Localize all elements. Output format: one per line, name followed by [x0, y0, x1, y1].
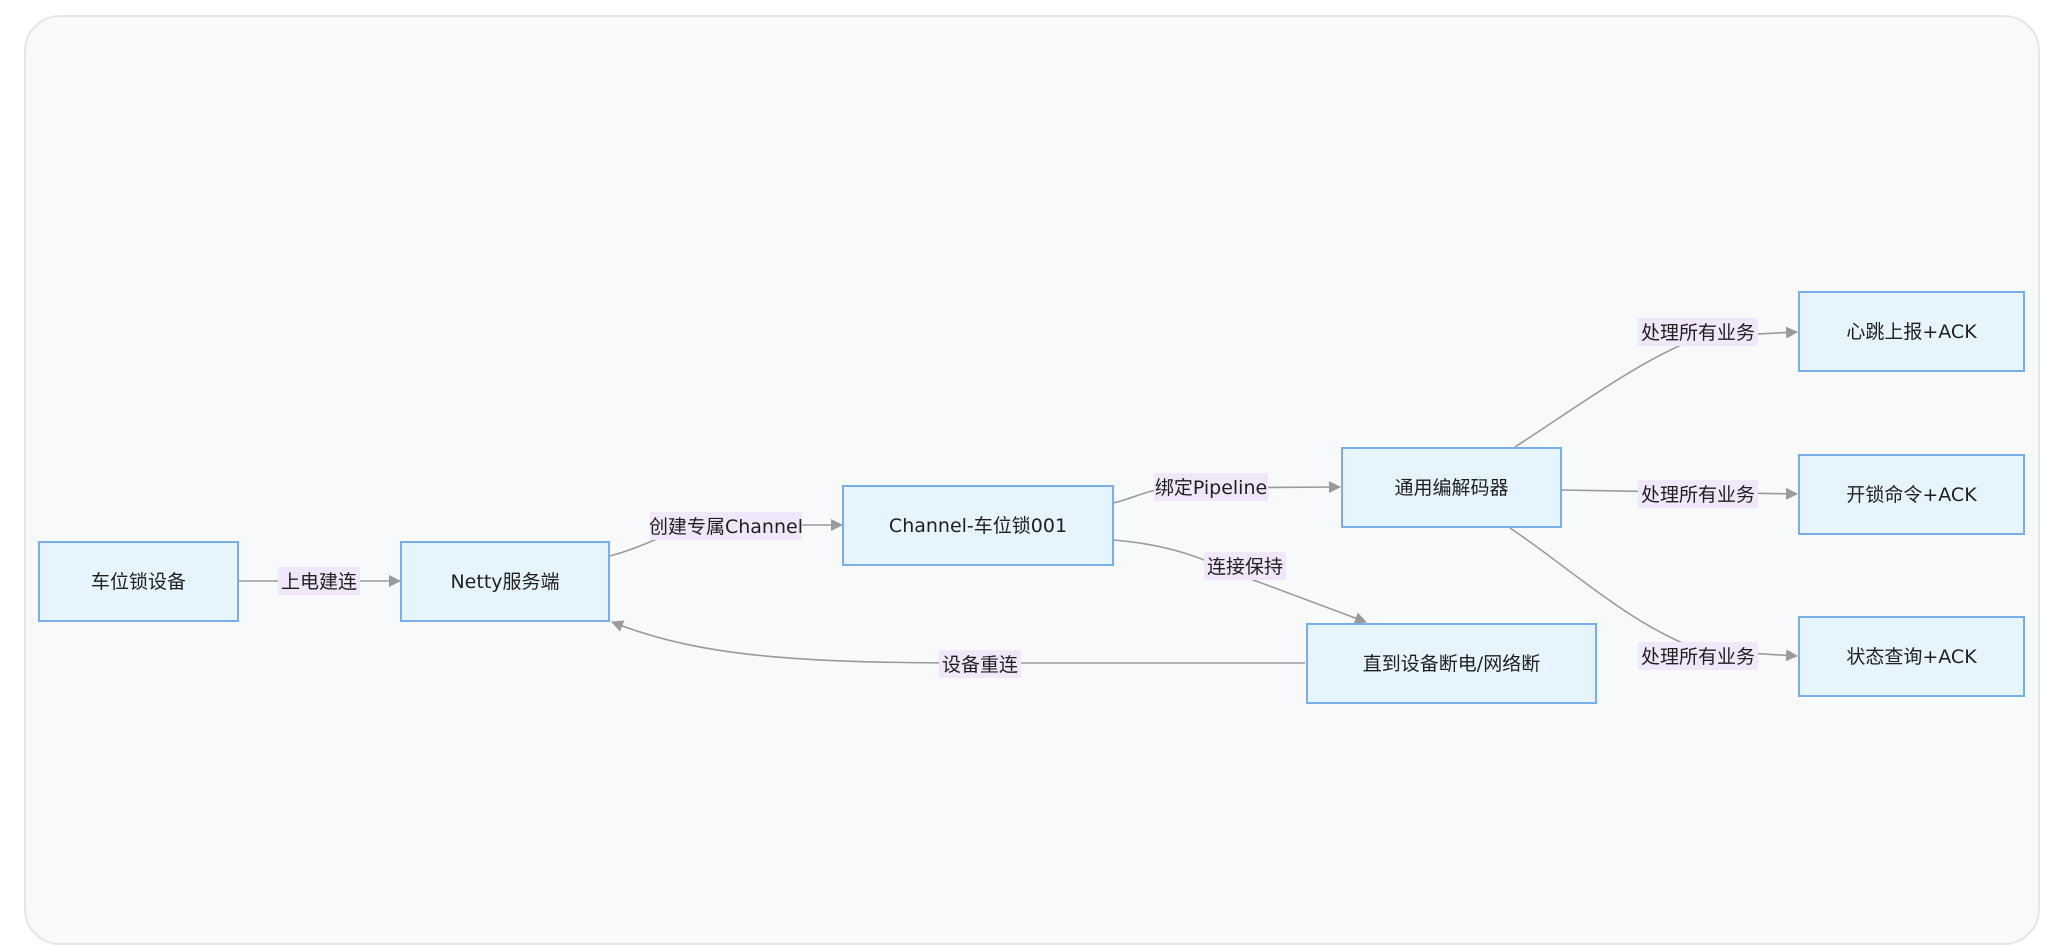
node-label: Netty服务端	[450, 571, 559, 593]
edge-label-text: 绑定Pipeline	[1155, 477, 1267, 499]
node-heartbeat[interactable]: 心跳上报+ACK	[1798, 291, 2025, 372]
node-label: Channel-车位锁001	[889, 515, 1067, 537]
edge-label-handle-heartbeat: 处理所有业务	[1638, 318, 1758, 346]
node-channel[interactable]: Channel-车位锁001	[842, 485, 1114, 566]
edge-label-create-channel: 创建专属Channel	[649, 512, 803, 540]
edge-label-bind-pipeline: 绑定Pipeline	[1154, 473, 1268, 501]
edge-label-text: 连接保持	[1207, 556, 1283, 578]
edge-label-text: 处理所有业务	[1641, 646, 1755, 668]
edge-label-text: 创建专属Channel	[649, 516, 803, 538]
edge-label-text: 设备重连	[942, 654, 1018, 676]
edge-label-text: 处理所有业务	[1641, 322, 1755, 344]
node-label: 通用编解码器	[1394, 477, 1508, 499]
node-label: 心跳上报+ACK	[1846, 321, 1977, 343]
edge-label-reconnect: 设备重连	[939, 650, 1021, 678]
node-label: 车位锁设备	[91, 571, 186, 593]
edge-label-handle-status: 处理所有业务	[1638, 642, 1758, 670]
edge-label-text: 上电建连	[281, 571, 357, 593]
node-label: 状态查询+ACK	[1846, 646, 1977, 668]
node-lock-device[interactable]: 车位锁设备	[38, 541, 239, 622]
node-label: 直到设备断电/网络断	[1363, 653, 1540, 675]
node-label: 开锁命令+ACK	[1846, 484, 1977, 506]
node-disconnect[interactable]: 直到设备断电/网络断	[1306, 623, 1597, 704]
flowchart: 上电建连 创建专属Channel 绑定Pipeline 连接保持 设备重连 处理…	[38, 291, 2025, 704]
node-netty-server[interactable]: Netty服务端	[400, 541, 610, 622]
node-codec[interactable]: 通用编解码器	[1341, 447, 1562, 528]
node-unlock[interactable]: 开锁命令+ACK	[1798, 454, 2025, 535]
edge-label-keep-alive: 连接保持	[1204, 552, 1286, 580]
edge-handle-heartbeat	[1514, 326, 1798, 448]
node-status-query[interactable]: 状态查询+ACK	[1798, 616, 2025, 697]
edge-label-power-on-connect: 上电建连	[278, 567, 360, 595]
edge-label-handle-unlock: 处理所有业务	[1638, 480, 1758, 508]
edge-reconnect	[611, 620, 1305, 664]
edge-label-text: 处理所有业务	[1641, 484, 1755, 506]
